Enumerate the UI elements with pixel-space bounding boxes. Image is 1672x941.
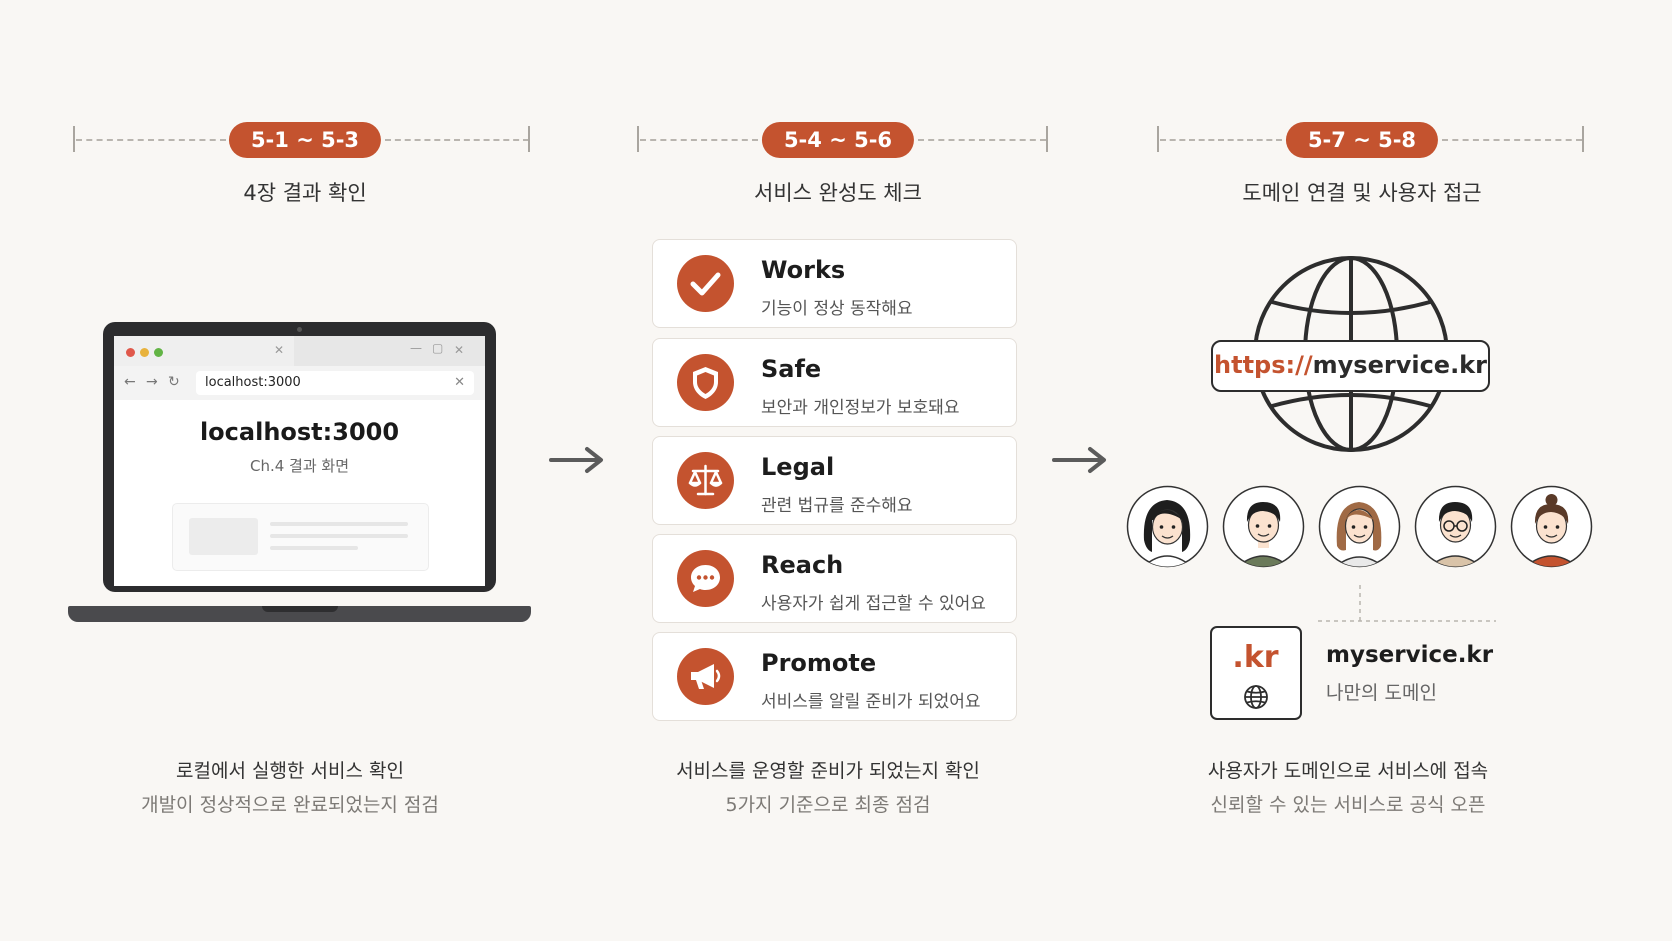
globe-small-icon — [1244, 685, 1268, 709]
right-arrow-icon — [1052, 447, 1106, 473]
column-title: 서비스 완성도 체크 — [754, 181, 922, 205]
checklist-card-works: Works 기능이 정상 동작해요 — [652, 239, 1017, 328]
user-avatar-icon — [1510, 485, 1593, 568]
placeholder-card — [172, 503, 429, 571]
column-caption: 로컬에서 실행한 서비스 확인 — [176, 760, 404, 782]
domain-name: myservice.kr — [1326, 642, 1494, 668]
browser-toolbar: ← → ↻ localhost:3000 ✕ — [114, 366, 485, 400]
window-close-icon[interactable]: ✕ — [454, 343, 465, 357]
range-pill: 5-7 ~ 5-8 — [1285, 122, 1439, 158]
browser-window: ✕ — ▢ ✕ ← → ↻ localhost:3000 ✕ localhost… — [114, 336, 485, 586]
column-subcaption: 신뢰할 수 있는 서비스로 공식 오픈 — [1210, 794, 1486, 816]
page-subheading: Ch.4 결과 화면 — [249, 457, 350, 475]
range-line — [640, 139, 758, 141]
close-window-dot-icon[interactable] — [126, 348, 135, 357]
laptop-screen: ✕ — ▢ ✕ ← → ↻ localhost:3000 ✕ localhost… — [103, 322, 496, 592]
domain-label: 나만의 도메인 — [1326, 682, 1437, 704]
domain-tld-card: .kr — [1210, 626, 1302, 720]
column-title: 4장 결과 확인 — [243, 181, 367, 205]
laptop-notch — [262, 606, 338, 612]
range-cap — [528, 126, 530, 152]
connector-line — [1318, 585, 1496, 622]
placeholder-line — [270, 522, 408, 526]
column-subcaption: 개발이 정상적으로 완료되었는지 점검 — [141, 794, 439, 816]
card-description: 사용자가 쉽게 접근할 수 있어요 — [761, 594, 986, 614]
card-title: Legal — [761, 453, 835, 481]
chat-bubble-icon — [677, 550, 734, 607]
reload-icon[interactable]: ↻ — [168, 374, 180, 390]
placeholder-line — [270, 546, 358, 550]
url-host: myservice.kr — [1312, 351, 1487, 379]
user-avatar-icon — [1318, 485, 1401, 568]
range-cap — [1157, 126, 1159, 152]
range-cap — [637, 126, 639, 152]
page-heading: localhost:3000 — [199, 418, 400, 446]
minimize-icon[interactable]: — — [410, 341, 422, 355]
column-title: 도메인 연결 및 사용자 접근 — [1242, 181, 1482, 205]
range-line — [1442, 139, 1582, 141]
laptop-base — [68, 606, 531, 622]
back-arrow-icon[interactable]: ← — [124, 374, 136, 390]
megaphone-icon — [677, 648, 734, 705]
webcam — [297, 327, 302, 332]
checklist-card-reach: Reach 사용자가 쉽게 접근할 수 있어요 — [652, 534, 1017, 623]
url-protocol: https:// — [1214, 351, 1313, 379]
range-line — [76, 139, 226, 141]
placeholder-line — [270, 534, 408, 538]
address-bar[interactable]: localhost:3000 ✕ — [196, 371, 474, 395]
address-text: localhost:3000 — [205, 375, 301, 390]
clear-address-icon[interactable]: ✕ — [454, 375, 465, 390]
card-description: 기능이 정상 동작해요 — [761, 299, 913, 319]
range-pill: 5-1 ~ 5-3 — [228, 122, 382, 158]
card-title: Reach — [761, 551, 844, 579]
forward-arrow-icon[interactable]: → — [146, 374, 158, 390]
column-caption: 사용자가 도메인으로 서비스에 접속 — [1207, 760, 1489, 782]
range-pill: 5-4 ~ 5-6 — [761, 122, 915, 158]
shield-icon — [677, 354, 734, 411]
range-line — [918, 139, 1046, 141]
card-description: 관련 법규를 준수해요 — [761, 496, 913, 516]
user-avatar-icon — [1414, 485, 1497, 568]
checklist-card-legal: Legal 관련 법규를 준수해요 — [652, 436, 1017, 525]
range-cap — [1046, 126, 1048, 152]
domain-tld: .kr — [1232, 640, 1279, 675]
range-line — [385, 139, 529, 141]
card-description: 서비스를 알릴 준비가 되었어요 — [761, 692, 981, 712]
column-subcaption: 5가지 기준으로 최종 점검 — [725, 794, 931, 816]
range-cap — [1582, 126, 1584, 152]
card-title: Works — [761, 256, 846, 284]
card-description: 보안과 개인정보가 보호돼요 — [761, 398, 960, 418]
check-icon — [677, 255, 734, 312]
browser-tab-bar: ✕ — ▢ ✕ — [114, 336, 485, 366]
user-avatar-icon — [1126, 485, 1209, 568]
card-title: Promote — [761, 649, 877, 677]
right-arrow-icon — [549, 447, 603, 473]
placeholder-image — [189, 518, 258, 555]
minimize-window-dot-icon[interactable] — [140, 348, 149, 357]
scale-icon — [677, 452, 734, 509]
card-title: Safe — [761, 355, 822, 383]
column-caption: 서비스를 운영할 준비가 되었는지 확인 — [676, 760, 980, 782]
range-cap — [73, 126, 75, 152]
maximize-window-dot-icon[interactable] — [154, 348, 163, 357]
checklist-card-safe: Safe 보안과 개인정보가 보호돼요 — [652, 338, 1017, 427]
user-avatar-icon — [1222, 485, 1305, 568]
restore-icon[interactable]: ▢ — [432, 341, 444, 355]
checklist-card-promote: Promote 서비스를 알릴 준비가 되었어요 — [652, 632, 1017, 721]
tab-close-icon[interactable]: ✕ — [274, 343, 285, 357]
range-line — [1160, 139, 1282, 141]
url-bar[interactable]: https://myservice.kr — [1211, 340, 1490, 392]
